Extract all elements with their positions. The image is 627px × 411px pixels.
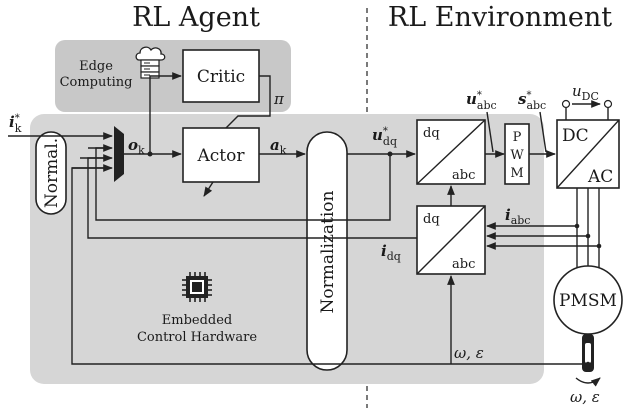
chip-icon	[182, 272, 212, 302]
ok-label: ok	[128, 136, 145, 157]
inverter-ac: AC	[587, 167, 613, 187]
omega-eps-label: ω, ε	[454, 344, 484, 362]
hardware-label-line1: Embedded	[162, 313, 233, 328]
normal-label: Normal.	[42, 138, 62, 208]
pwm-block	[504, 123, 530, 185]
inverter-dc: DC	[562, 126, 589, 146]
actor-block	[182, 127, 260, 183]
ok-to-critic-line	[149, 72, 182, 154]
udc-label: uDC	[572, 82, 599, 103]
pwm-p: P	[513, 130, 522, 145]
udc-terminal-left	[561, 99, 571, 109]
encoder-window	[585, 343, 591, 363]
idq-feedback-line	[87, 157, 417, 239]
omega-feedback-line	[71, 167, 588, 365]
pwm-m: M	[510, 166, 523, 181]
actor-update-arrow	[203, 181, 214, 197]
uabc-pointer	[486, 111, 494, 153]
multiplexer	[114, 126, 124, 182]
embedded-hardware-region	[30, 114, 544, 384]
udq-feedback-line	[95, 147, 391, 221]
actor-label: Actor	[197, 146, 246, 166]
edge-label-line2: Computing	[60, 75, 133, 90]
edge-label-line1: Edge	[79, 59, 113, 74]
abc-dq-diagonal	[416, 205, 486, 275]
dq-abc-top-text: dq	[423, 126, 440, 141]
ak-label: ak	[270, 136, 287, 157]
udq-label: u*dq	[372, 126, 397, 148]
normal-block	[35, 131, 67, 215]
abc-dq-bottom-text: abc	[452, 257, 475, 272]
pmsm-label: PMSM	[559, 291, 617, 311]
critic-block	[182, 49, 260, 103]
uabc-label: u*abc	[466, 90, 497, 112]
pi-label: π	[273, 90, 285, 108]
idq-label: idq	[381, 242, 401, 263]
dq-abc-diagonal	[416, 119, 486, 185]
pi-connection	[225, 75, 271, 129]
udc-terminal-right	[603, 99, 613, 109]
abc-dq-top-text: dq	[423, 212, 440, 227]
encoder-junction	[585, 361, 591, 367]
rl-agent-title: RL Agent	[132, 2, 260, 33]
ik-label: i*k	[9, 113, 22, 135]
dq-abc-bottom-text: abc	[452, 168, 475, 183]
normalization-block	[306, 131, 348, 371]
iabc-label: iabc	[505, 206, 530, 227]
cloud-server-icon	[135, 46, 166, 79]
pwm-w: W	[510, 148, 524, 163]
normalization-label: Normalization	[318, 191, 338, 314]
sabc-label: s*abc	[518, 90, 546, 112]
rotation-arrow	[575, 377, 601, 387]
motor-omega-eps-label: ω, ε	[570, 388, 600, 406]
sabc-pointer	[539, 111, 547, 153]
hardware-label-line2: Control Hardware	[137, 330, 257, 345]
inverter-diagonal	[556, 119, 620, 189]
critic-label: Critic	[197, 67, 245, 87]
rl-environment-title: RL Environment	[388, 2, 612, 33]
